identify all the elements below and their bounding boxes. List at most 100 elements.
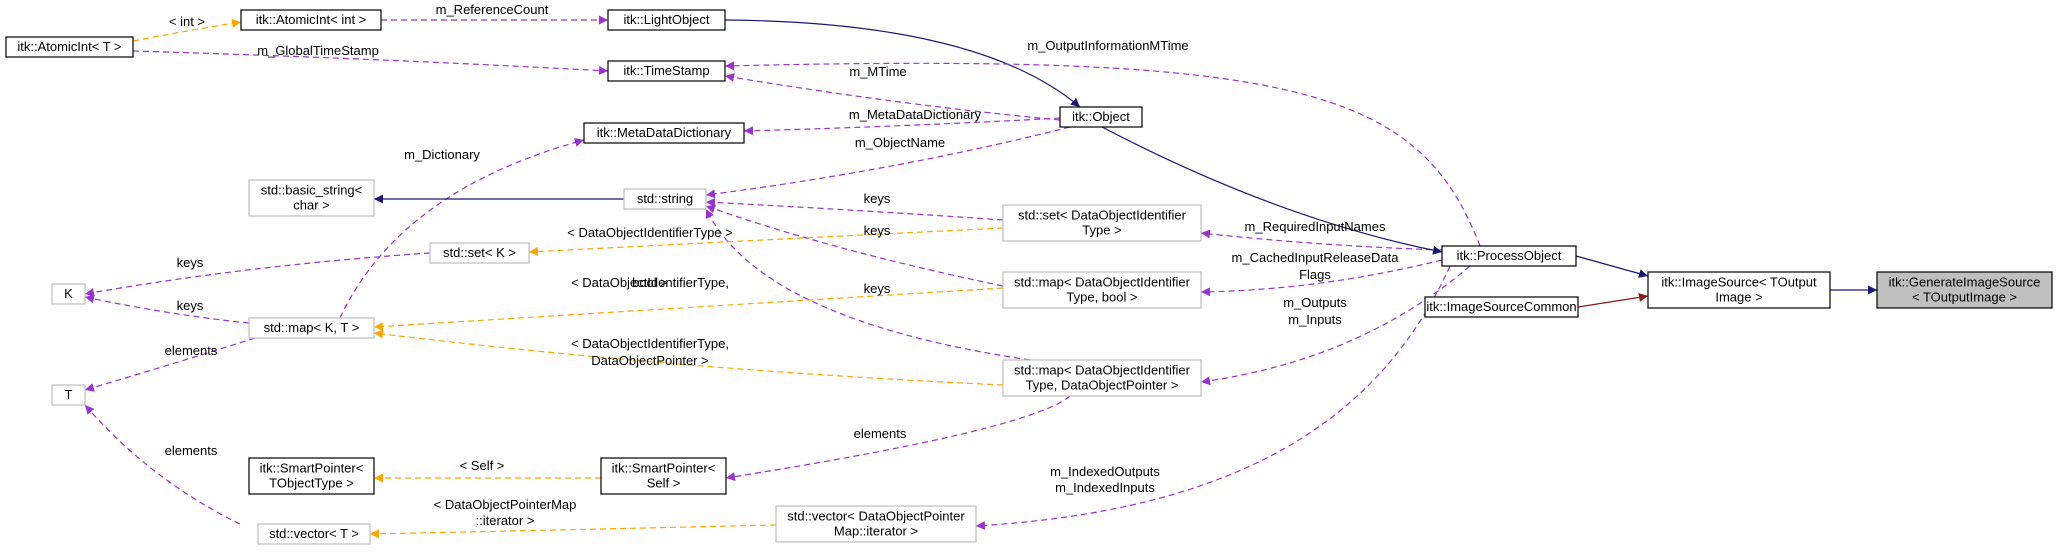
class-node-label: Map::iterator > bbox=[834, 524, 918, 539]
class-node-vector-dop[interactable]: std::vector< DataObjectPointerMap::itera… bbox=[775, 505, 977, 543]
edge-label: < DataObjectIdentifierType > bbox=[567, 225, 732, 240]
class-node-object[interactable]: itk::Object bbox=[1059, 106, 1143, 128]
edge-labels-layer: < int >m_ReferenceCountm_GlobalTimeStamp… bbox=[165, 2, 1400, 528]
edge-label: ::iterator > bbox=[476, 513, 535, 528]
class-node-label: Type > bbox=[1082, 223, 1121, 238]
class-node-label: std::vector< DataObjectPointer bbox=[787, 509, 965, 524]
class-node-box bbox=[248, 457, 375, 495]
edge-label: m_Outputs bbox=[1283, 295, 1347, 310]
class-node-label: std::map< K, T > bbox=[264, 320, 360, 335]
class-node-label: itk::MetaDataDictionary bbox=[597, 125, 732, 140]
edge-usage-smartpointer-self-to-map-doid-dop bbox=[725, 395, 1071, 482]
class-node-set-doid[interactable]: std::set< DataObjectIdentifierType > bbox=[1002, 204, 1202, 242]
class-node-label: Self > bbox=[647, 476, 681, 491]
edge-label: keys bbox=[864, 281, 891, 296]
class-node-label: char > bbox=[293, 198, 330, 213]
edge-usage-map-doid-dop-to-processobject bbox=[1200, 265, 1471, 386]
class-node-box bbox=[5, 36, 134, 58]
edge-label: m_IndexedOutputs bbox=[1050, 464, 1160, 479]
class-node-label: itk::Object bbox=[1072, 109, 1130, 124]
edge-usage-atomicint-t-to-timestamp bbox=[132, 50, 609, 76]
class-node-box bbox=[775, 505, 977, 543]
edge-template-vector-t-to-vector-dop bbox=[369, 524, 777, 539]
class-node-basic-string[interactable]: std::basic_string<char > bbox=[248, 179, 375, 217]
edge-label: m_MetaDataDictionary bbox=[849, 107, 982, 122]
class-node-atomicint-t[interactable]: itk::AtomicInt< T > bbox=[5, 36, 134, 58]
class-node-imagesource[interactable]: itk::ImageSource< TOutputImage > bbox=[1647, 271, 1831, 309]
edge-label: m_IndexedInputs bbox=[1055, 480, 1155, 495]
class-node-box bbox=[51, 384, 86, 406]
class-node-generateimagesource[interactable]: itk::GenerateImageSource< TOutputImage > bbox=[1876, 271, 2053, 309]
class-node-string[interactable]: std::string bbox=[623, 188, 707, 210]
edge-label: m_OutputInformationMTime bbox=[1027, 38, 1188, 53]
class-node-map-doid-dop[interactable]: std::map< DataObjectIdentifierType, Data… bbox=[1002, 359, 1202, 397]
edge-label: elements bbox=[165, 343, 218, 358]
edge-label: Flags bbox=[1299, 267, 1331, 282]
edge-usage-t-to-vector-t bbox=[84, 404, 241, 525]
edge-label: keys bbox=[864, 223, 891, 238]
edge-template-map-kt-to-map-doid-dop bbox=[373, 329, 1004, 386]
class-node-box bbox=[607, 60, 726, 82]
class-node-box bbox=[583, 122, 745, 144]
edge-label: keys bbox=[177, 255, 204, 270]
class-node-label: K bbox=[64, 286, 73, 301]
class-node-map-kt[interactable]: std::map< K, T > bbox=[248, 317, 375, 339]
edge-usage-map-kt-to-metadatadictionary bbox=[339, 138, 585, 319]
class-node-label: itk::AtomicInt< int > bbox=[256, 12, 367, 27]
class-node-label: std::map< DataObjectIdentifier bbox=[1014, 363, 1191, 378]
edge-usage-timestamp-to-object bbox=[724, 73, 1061, 121]
class-node-label: std::vector< T > bbox=[269, 526, 359, 541]
class-node-label: itk::LightObject bbox=[624, 12, 710, 27]
class-node-label: itk::TimeStamp bbox=[623, 63, 709, 78]
class-node-label: T bbox=[65, 387, 73, 402]
class-node-box bbox=[1424, 296, 1579, 318]
class-node-label: Type, DataObjectPointer > bbox=[1026, 378, 1179, 393]
class-node-k[interactable]: K bbox=[51, 283, 86, 305]
class-node-imagesourcecommon[interactable]: itk::ImageSourceCommon bbox=[1424, 296, 1579, 318]
edge-label: m_GlobalTimeStamp bbox=[257, 43, 379, 58]
class-node-label: itk::ProcessObject bbox=[1457, 248, 1562, 263]
class-node-t[interactable]: T bbox=[51, 384, 86, 406]
edge-label: m_ReferenceCount bbox=[436, 2, 549, 17]
edge-label: elements bbox=[165, 443, 218, 458]
class-node-label: itk::SmartPointer< bbox=[612, 461, 716, 476]
class-node-metadatadictionary[interactable]: itk::MetaDataDictionary bbox=[583, 122, 745, 144]
edge-usage-metadatadictionary-to-object bbox=[743, 117, 1061, 136]
class-node-smartpointer-self[interactable]: itk::SmartPointer<Self > bbox=[600, 457, 727, 495]
class-node-lightobject[interactable]: itk::LightObject bbox=[607, 9, 726, 31]
class-node-processobject[interactable]: itk::ProcessObject bbox=[1441, 245, 1577, 267]
edge-usage-string-to-set-doid bbox=[705, 197, 1004, 221]
edge-label: keys bbox=[864, 191, 891, 206]
edge-template-atomicint-t-to-atomicint-int bbox=[132, 18, 242, 42]
class-node-label: Type, bool > bbox=[1066, 290, 1137, 305]
edge-usage-k-to-set-k bbox=[84, 252, 431, 297]
edge-label: < Self > bbox=[460, 458, 505, 473]
edge-usage-timestamp-to-processobject bbox=[724, 61, 1481, 247]
class-node-smartpointer-tobj[interactable]: itk::SmartPointer<TObjectType > bbox=[248, 457, 375, 495]
class-node-label: itk::ImageSource< TOutput bbox=[1661, 275, 1817, 290]
class-node-box bbox=[240, 9, 382, 31]
class-node-box bbox=[257, 523, 371, 545]
class-node-map-doid-bool[interactable]: std::map< DataObjectIdentifierType, bool… bbox=[1002, 271, 1202, 309]
class-node-label: itk::ImageSourceCommon bbox=[1426, 299, 1576, 314]
class-node-box bbox=[1059, 106, 1143, 128]
edge-label: < DataObjectIdentifierType, bbox=[571, 336, 729, 351]
class-node-set-k[interactable]: std::set< K > bbox=[429, 242, 530, 264]
class-node-vector-t[interactable]: std::vector< T > bbox=[257, 523, 371, 545]
edge-inheritance-lightobject-to-object bbox=[724, 19, 1081, 108]
class-node-box bbox=[1441, 245, 1577, 267]
class-node-label: std::set< DataObjectIdentifier bbox=[1018, 208, 1187, 223]
class-node-box bbox=[607, 9, 726, 31]
edge-label: < DataObjectIdentifierType, bbox=[571, 275, 729, 290]
class-node-box bbox=[248, 317, 375, 339]
edge-label: m_RequiredInputNames bbox=[1245, 219, 1386, 234]
edge-label: m_MTime bbox=[849, 64, 906, 79]
edges-layer bbox=[84, 15, 1877, 539]
nodes-layer: itk::AtomicInt< T > itk::AtomicInt< int >… bbox=[5, 9, 2053, 545]
class-node-timestamp[interactable]: itk::TimeStamp bbox=[607, 60, 726, 82]
class-node-atomicint-int[interactable]: itk::AtomicInt< int > bbox=[240, 9, 382, 31]
class-node-label: std::basic_string< bbox=[261, 183, 363, 198]
class-node-box bbox=[248, 179, 375, 217]
